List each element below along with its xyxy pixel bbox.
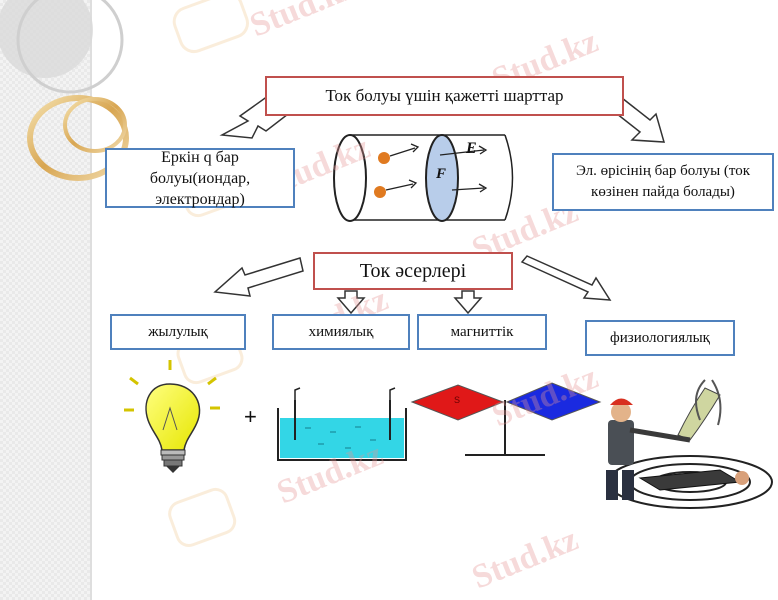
page-title: Ток болуы үшін қажетті шарттар xyxy=(325,86,564,105)
effect-box-magnetic: магниттік xyxy=(417,314,547,350)
charge-particle-icon xyxy=(378,152,390,164)
arrow-down-right-icon xyxy=(520,255,612,301)
arrow-down-left-icon xyxy=(213,257,304,297)
compass-needle-icon xyxy=(410,382,602,456)
electric-field-condition-box: Эл. өрісінің бар болуы (ток көзінен пайд… xyxy=(552,153,774,211)
conductor-cylinder xyxy=(333,134,514,222)
electric-field-condition-text: Эл. өрісінің бар болуы (ток көзінен пайд… xyxy=(575,163,751,200)
arrow-down-icon xyxy=(336,290,366,315)
effects-title-box: Ток әсерлері xyxy=(313,252,513,290)
electrolysis-bath-icon xyxy=(277,387,407,461)
cross-section-icon xyxy=(425,134,459,222)
effect-label: физиологиялық xyxy=(610,329,710,346)
arrow-down-icon xyxy=(453,290,483,315)
physiological-scene-icon xyxy=(606,379,773,509)
charge-particle-icon xyxy=(374,186,386,198)
gold-ring-icon xyxy=(27,95,129,181)
effect-box-thermal: жылулық xyxy=(110,314,246,350)
free-charge-condition-text: Еркін q бар болуы(иондар, электрондар) xyxy=(149,148,251,208)
compass-pole-label: S xyxy=(454,395,461,405)
positive-sign: + xyxy=(244,404,257,429)
effect-box-physiological: физиологиялық xyxy=(585,320,735,356)
effects-title: Ток әсерлері xyxy=(359,259,467,282)
title-box: Ток болуы үшін қажетті шарттар xyxy=(265,76,624,116)
free-charge-condition-box: Еркін q бар болуы(иондар, электрондар) xyxy=(105,148,295,208)
corner-ornament xyxy=(0,0,129,181)
field-label: E xyxy=(466,140,477,157)
area-label: F xyxy=(436,166,447,182)
effect-label: жылулық xyxy=(148,323,208,340)
light-bulb-icon xyxy=(124,360,220,473)
effect-label: магниттік xyxy=(450,323,514,340)
effect-label: химиялық xyxy=(308,323,374,340)
sidebar-divider xyxy=(90,0,92,600)
effect-box-chemical: химиялық xyxy=(272,314,410,350)
